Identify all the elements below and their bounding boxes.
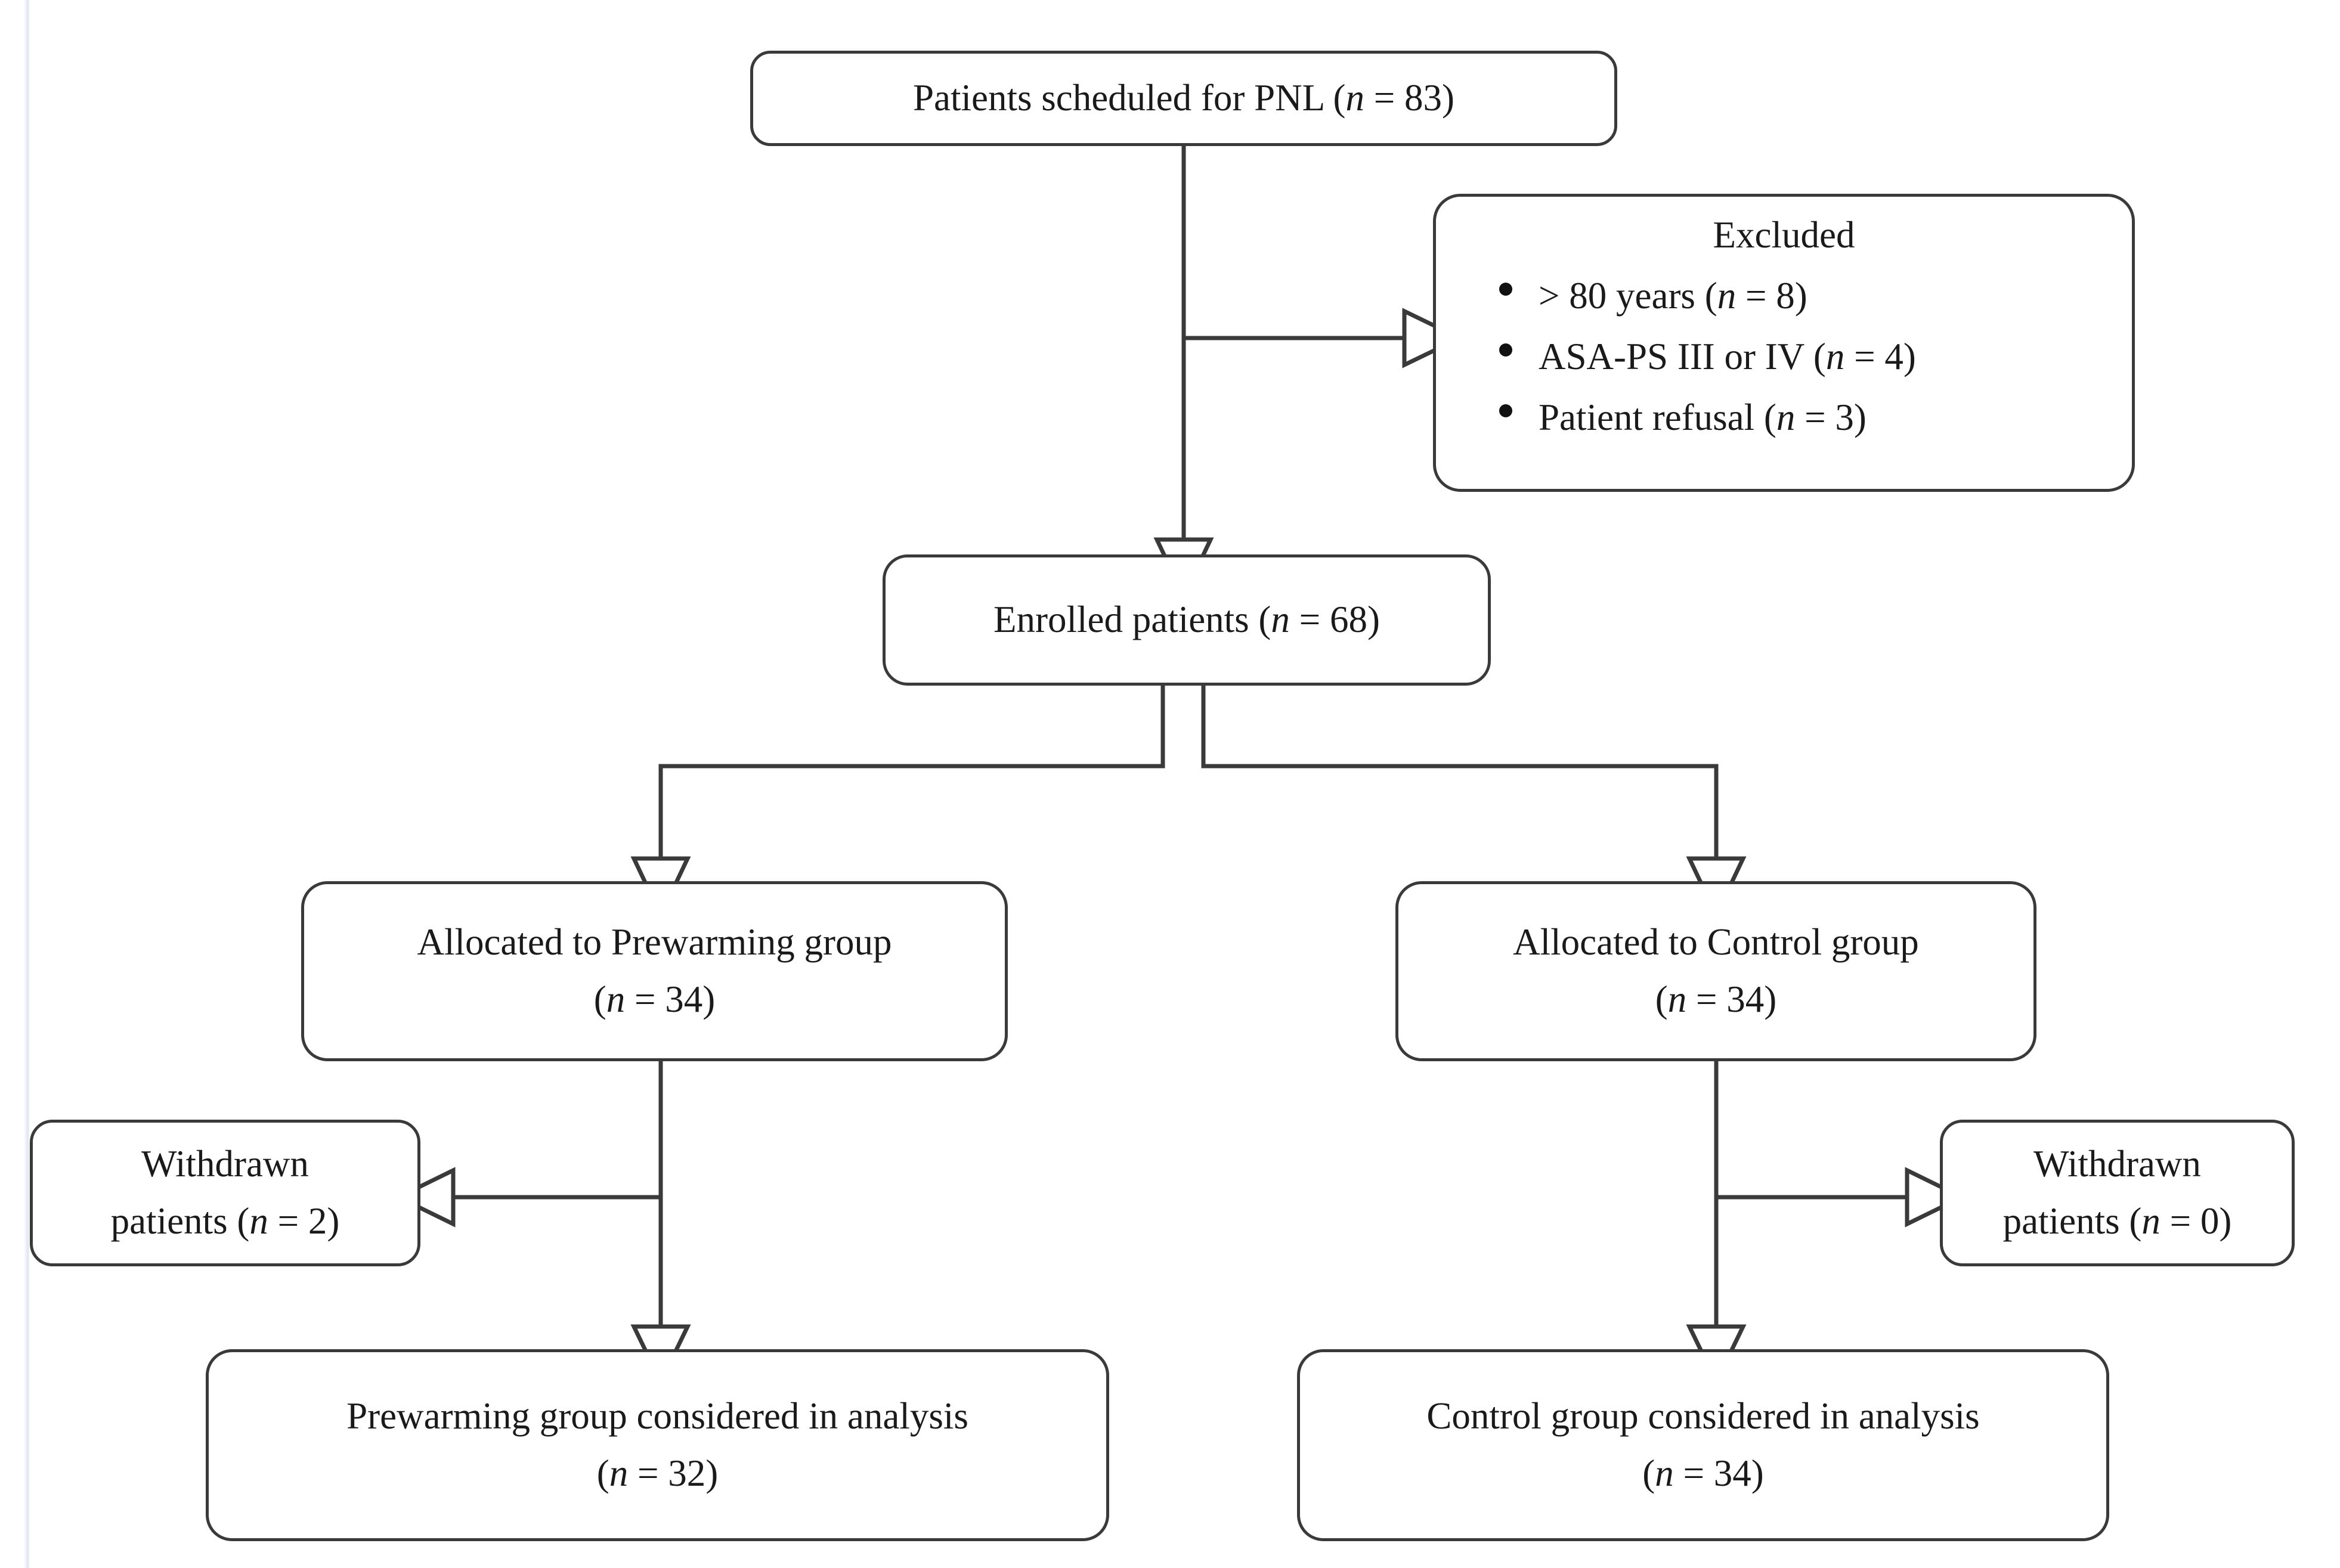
node-allocated-control-line1: Allocated to Control group — [1513, 921, 1919, 963]
node-withdrawn-control: Withdrawn patients (n = 0) — [1940, 1120, 2295, 1266]
connector-enrolled-to-alloc-right — [1201, 686, 1719, 859]
node-enrolled-patients-text: Enrolled patients (n = 68) — [993, 599, 1380, 641]
excluded-item: > 80 years (n = 8) — [1493, 265, 2108, 326]
node-withdrawn-prewarming-count: patients (n = 2) — [110, 1200, 340, 1242]
bullet-icon — [1499, 404, 1512, 418]
node-withdrawn-control-count: patients (n = 0) — [2002, 1200, 2232, 1242]
node-prewarming-analysis-count: (n = 32) — [596, 1452, 719, 1494]
node-control-analysis-line1: Control group considered in analysis — [1426, 1395, 1980, 1437]
left-edge-stripe — [24, 0, 30, 1568]
bullet-icon — [1499, 283, 1512, 296]
node-withdrawn-prewarming: Withdrawn patients (n = 2) — [30, 1120, 420, 1266]
connector-enrolled-to-alloc-left — [658, 686, 1165, 859]
node-allocated-control: Allocated to Control group (n = 34) — [1395, 881, 2036, 1061]
bullet-icon — [1499, 343, 1512, 357]
node-withdrawn-control-line1: Withdrawn — [2033, 1143, 2201, 1185]
node-allocated-control-count: (n = 34) — [1655, 978, 1777, 1020]
node-patients-scheduled-text: Patients scheduled for PNL (n = 83) — [912, 77, 1455, 119]
node-control-analysis: Control group considered in analysis (n … — [1297, 1349, 2109, 1541]
node-prewarming-analysis: Prewarming group considered in analysis … — [206, 1349, 1109, 1541]
node-control-analysis-count: (n = 34) — [1642, 1452, 1764, 1494]
node-allocated-prewarming: Allocated to Prewarming group (n = 34) — [301, 881, 1008, 1061]
node-patients-scheduled: Patients scheduled for PNL (n = 83) — [750, 51, 1617, 146]
node-allocated-prewarming-line1: Allocated to Prewarming group — [417, 921, 892, 963]
excluded-item: Patient refusal (n = 3) — [1493, 387, 2108, 448]
excluded-criteria-list: > 80 years (n = 8) ASA-PS III or IV (n =… — [1436, 265, 2132, 448]
node-enrolled-patients: Enrolled patients (n = 68) — [883, 554, 1491, 686]
node-withdrawn-prewarming-line1: Withdrawn — [141, 1143, 309, 1185]
node-prewarming-analysis-line1: Prewarming group considered in analysis — [346, 1395, 968, 1437]
excluded-item: ASA-PS III or IV (n = 4) — [1493, 326, 2108, 387]
node-allocated-prewarming-count: (n = 34) — [593, 978, 716, 1020]
node-excluded: Excluded > 80 years (n = 8) ASA-PS III o… — [1433, 194, 2135, 492]
excluded-title: Excluded — [1713, 214, 1855, 256]
